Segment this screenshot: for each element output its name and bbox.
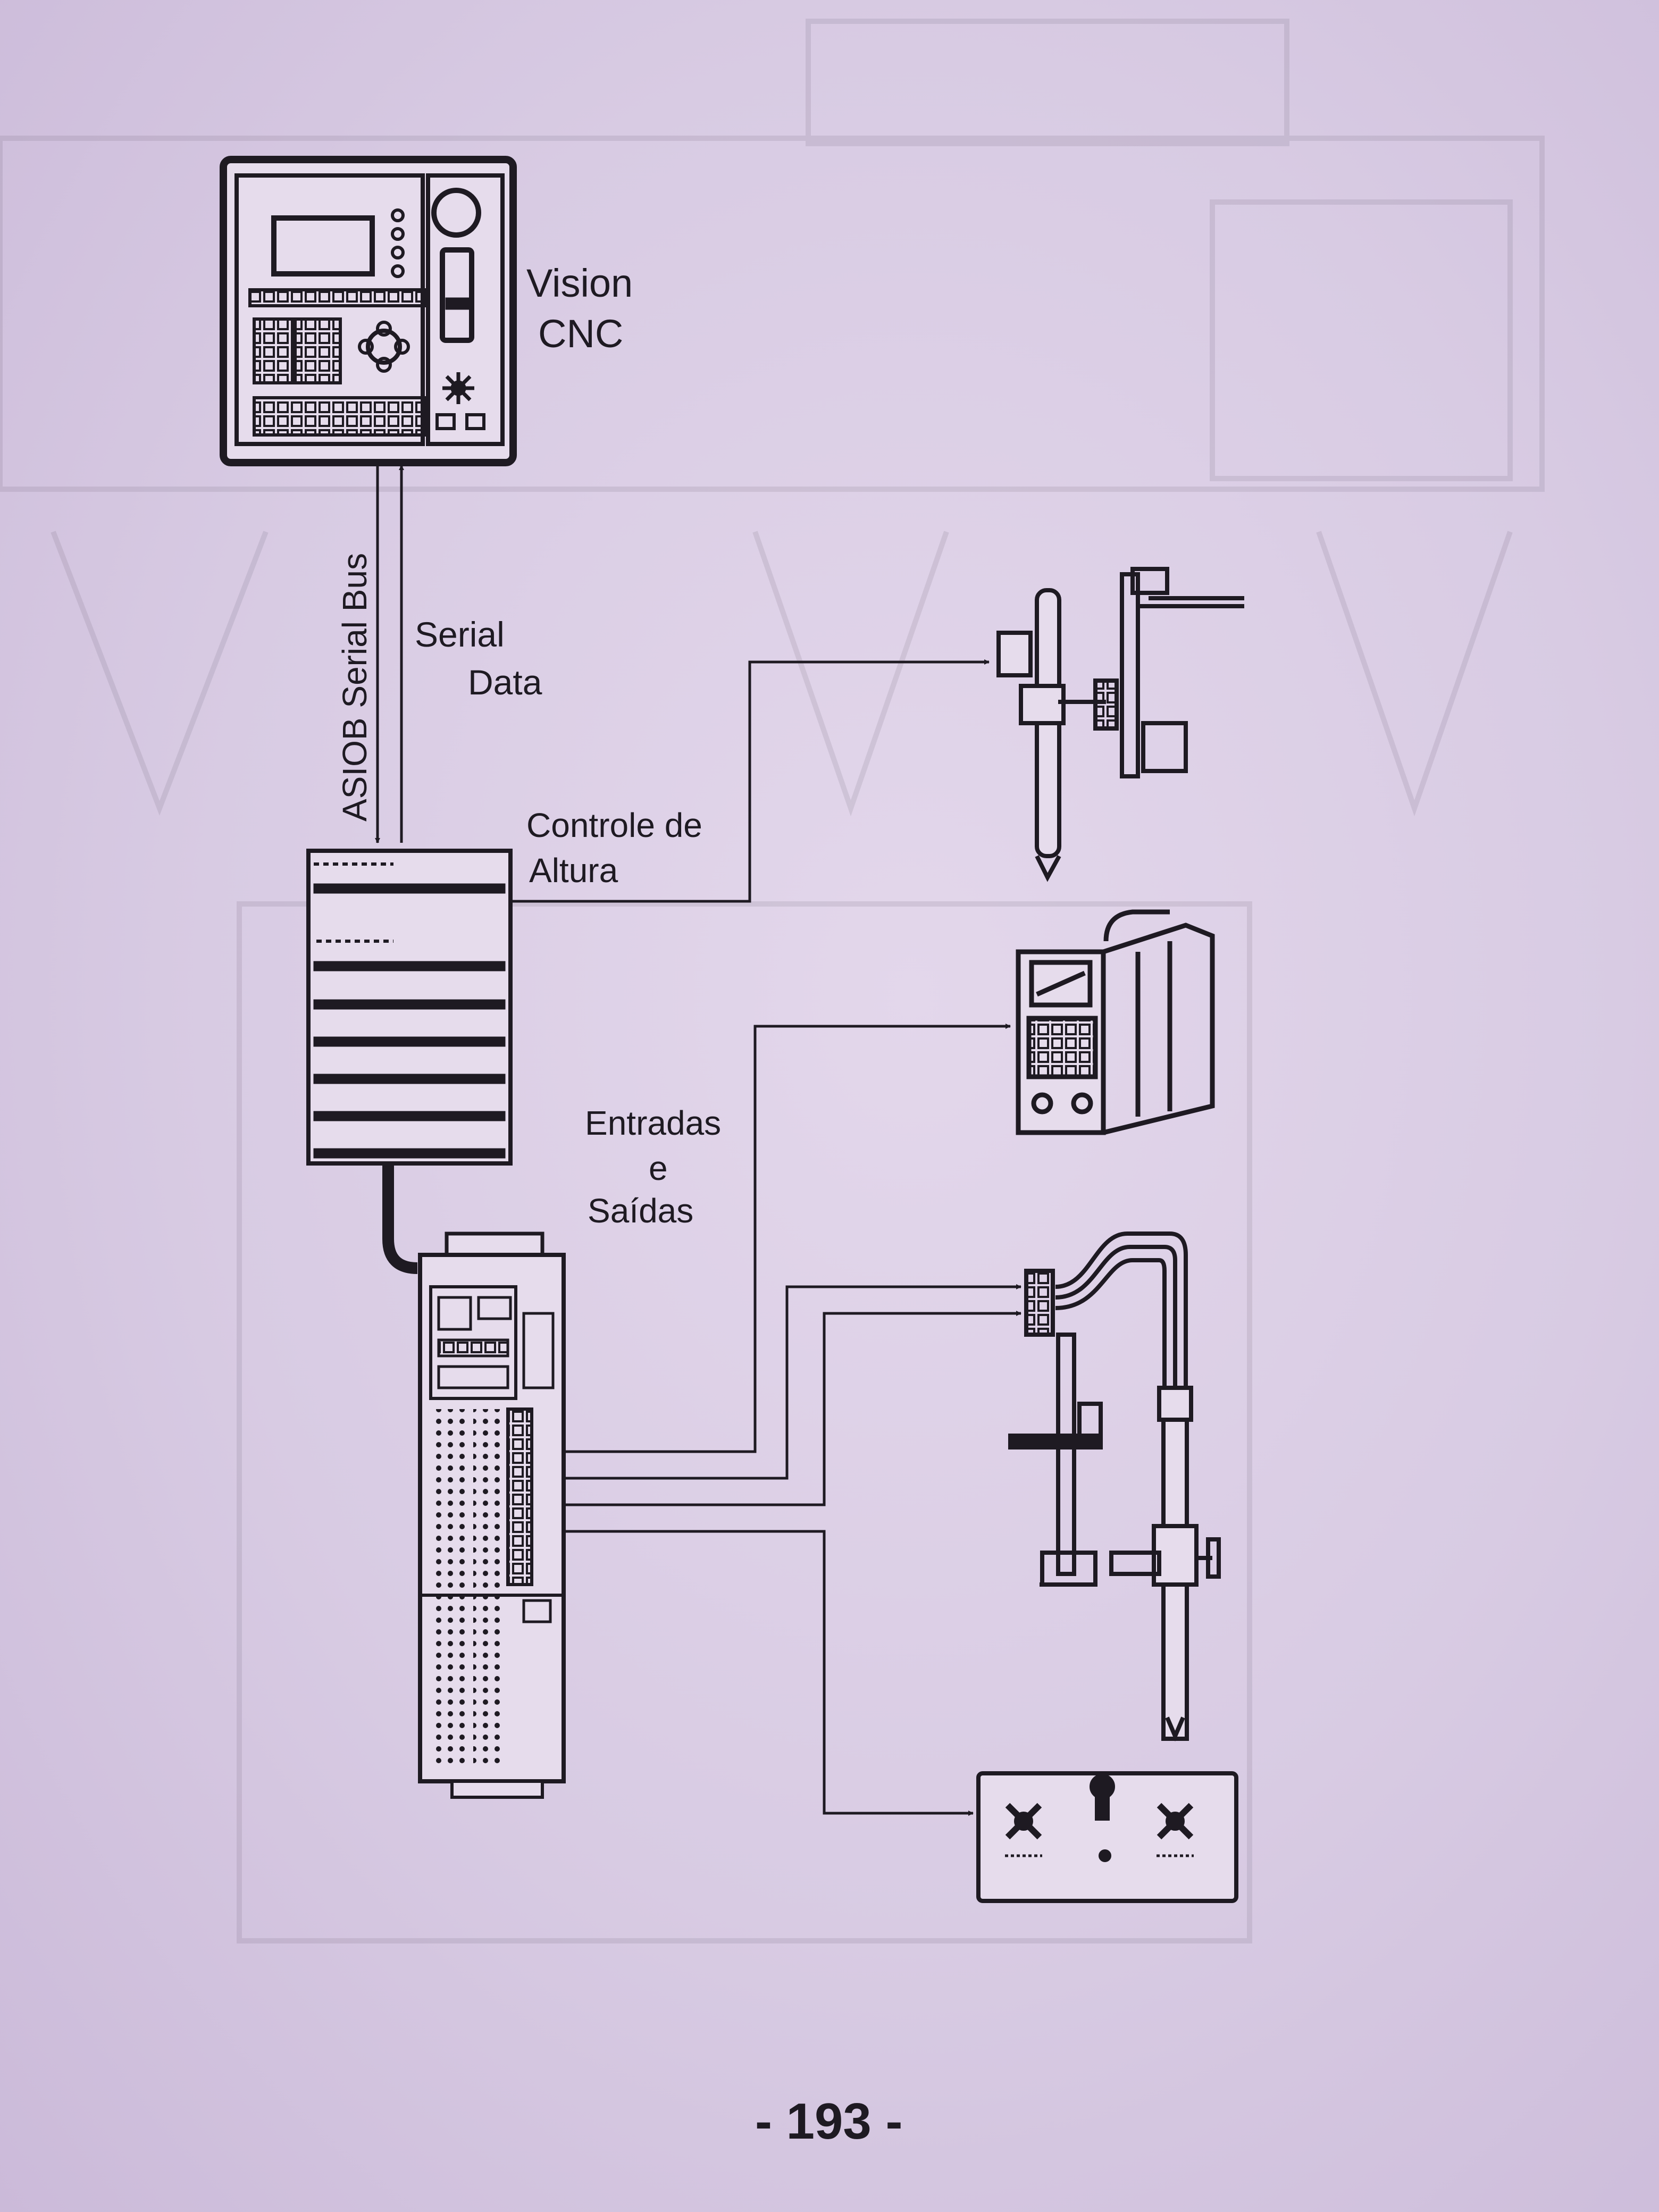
page-number: - 193 - (755, 2093, 903, 2150)
remote-pendant-icon (976, 1771, 1238, 1903)
label-controle-altura-line2: Altura (529, 851, 618, 890)
label-entradas-saidas-line3: Saídas (588, 1192, 694, 1230)
cutting-torch-icon (1008, 1231, 1221, 1742)
label-serial-data-line1: Serial (415, 615, 505, 654)
plasma-power-supply-icon (1016, 909, 1215, 1135)
io-controller-board-icon (418, 1231, 566, 1799)
label-serial-data-line2: Data (468, 663, 542, 702)
label-entradas-saidas-line1: Entradas (585, 1104, 722, 1142)
label-entradas-saidas-line2: e (649, 1149, 668, 1187)
asiob-io-module-icon (306, 849, 513, 1166)
label-cnc: CNC (538, 312, 624, 356)
label-vision: Vision (526, 261, 633, 305)
label-controle-altura-line1: Controle de (526, 806, 702, 844)
vision-cnc-controller-icon (220, 156, 517, 466)
torch-height-control-icon (996, 567, 1244, 882)
label-asiob-serial-bus: ASIOB Serial Bus (336, 552, 374, 822)
